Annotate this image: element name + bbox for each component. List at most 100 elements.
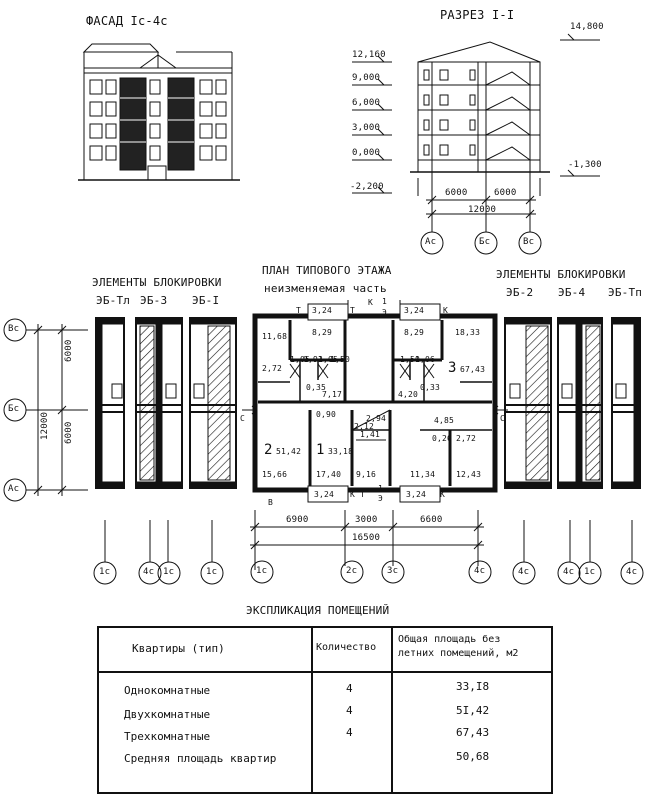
section-dim: 6000: [494, 188, 517, 198]
room-area: 11,34: [410, 470, 436, 479]
plan-dim-total: 16500: [352, 533, 381, 543]
apartment-number: 2: [264, 442, 273, 458]
plan-mark: Э: [378, 494, 384, 503]
row-type: Двухкомнатные: [124, 708, 211, 721]
room-area: 3,24: [404, 306, 425, 315]
plan-mark: Т: [350, 306, 356, 315]
plan-dim: 6900: [286, 515, 309, 525]
room-area: 1,05: [290, 355, 311, 364]
axis-label: 4с: [626, 567, 638, 577]
axis-label: Бс: [8, 404, 20, 414]
apartment-number: 1: [316, 442, 325, 458]
plan-mark: Э: [382, 308, 388, 317]
plan-mark: К: [350, 490, 356, 499]
plan-mark: С: [500, 414, 506, 423]
axis-label: 1с: [163, 567, 175, 577]
plan-dim: 3000: [355, 515, 378, 525]
right-block-elements: [504, 317, 644, 585]
row-type: Средняя площадь квартир: [124, 752, 277, 765]
plan-mark: К: [443, 306, 449, 315]
axis-label: 1с: [206, 567, 218, 577]
explication-title: ЭКСПЛИКАЦИЯ ПОМЕЩЕНИЙ: [246, 604, 390, 617]
room-area: 2,12: [354, 422, 375, 431]
level-mark: 6,000: [352, 98, 381, 108]
level-mark: -2,200: [350, 182, 384, 192]
room-area: 11,68: [262, 332, 288, 341]
plan-mark: С: [240, 414, 246, 423]
low-level-mark: -1,300: [568, 160, 602, 170]
block-label: ЭБ-4: [558, 286, 586, 299]
left-block-elements: [93, 317, 237, 585]
top-level-mark: 14,800: [570, 22, 604, 32]
row-count: 4: [346, 704, 353, 717]
level-mark: 12,160: [352, 50, 386, 60]
axis-label: 4с: [474, 566, 486, 576]
block-label: ЭБ-Тл: [96, 294, 131, 307]
section-drawing: [352, 33, 600, 255]
room-area: 4,85: [434, 416, 455, 425]
room-area: 3,24: [312, 306, 333, 315]
room-area: 1,50: [330, 355, 351, 364]
level-mark: 3,000: [352, 123, 381, 133]
level-mark: 9,000: [352, 73, 381, 83]
room-area: 2,72: [262, 364, 283, 373]
left-axes: [3, 318, 88, 502]
room-area: 4,20: [398, 390, 419, 399]
table-lines: [97, 626, 553, 794]
apartment-area: 51,42: [276, 447, 302, 456]
room-area: 9,16: [356, 470, 377, 479]
block-label: ЭБ-2: [506, 286, 534, 299]
room-area: 0,33: [420, 383, 441, 392]
room-area: 8,29: [404, 328, 425, 337]
room-area: 1,06: [415, 355, 436, 364]
room-area: 18,33: [455, 328, 481, 337]
block-label: ЭБ-Тп: [608, 286, 643, 299]
plan-dim: 6600: [420, 515, 443, 525]
plan-subtitle: неизменяемая часть: [264, 282, 387, 295]
table-header: Количество: [316, 642, 377, 653]
apartment-area: 33,18: [328, 447, 354, 456]
row-count: 4: [346, 682, 353, 695]
row-type: Однокомнатные: [124, 684, 211, 697]
plan-mark: К: [368, 298, 374, 307]
axis-label: 1с: [584, 567, 596, 577]
apartment-area: 67,43: [460, 365, 486, 374]
axis-label: Бс: [479, 237, 491, 247]
section-title: РАЗРЕЗ I-I: [440, 8, 515, 22]
floor-plan: [242, 300, 508, 584]
room-area: 7,17: [322, 390, 343, 399]
row-area: 67,43: [456, 726, 490, 739]
room-area: 0,90: [316, 410, 337, 419]
plan-mark: 1: [378, 484, 384, 493]
room-area: 2,72: [456, 434, 477, 443]
room-area: 12,43: [456, 470, 482, 479]
vertical-dim: 6000: [64, 339, 74, 362]
room-area: 1,50: [400, 355, 421, 364]
axis-label: Вс: [8, 324, 20, 334]
row-area: 50,68: [456, 750, 490, 763]
facade-drawing: [78, 43, 240, 181]
axis-label: 4с: [563, 567, 575, 577]
axis-label: 4с: [143, 567, 155, 577]
row-type: Трехкомнатные: [124, 730, 211, 743]
explication-table: [97, 626, 553, 794]
axis-label: Вс: [523, 237, 535, 247]
row-count: 4: [346, 726, 353, 739]
level-mark: 0,000: [352, 148, 381, 158]
room-area: 8,29: [312, 328, 333, 337]
vertical-dim: 6000: [64, 421, 74, 444]
apartment-number: 3: [448, 360, 457, 376]
room-area: 3,24: [406, 490, 427, 499]
room-area: 17,40: [316, 470, 342, 479]
plan-title: ПЛАН ТИПОВОГО ЭТАЖА: [262, 264, 392, 277]
room-area: 0,26: [432, 434, 453, 443]
table-header: летних помещений, м2: [398, 648, 519, 659]
room-area: 1,41: [360, 430, 381, 439]
block-label: ЭБ-3: [140, 294, 168, 307]
plan-mark: Т: [360, 490, 366, 499]
facade-title: ФАСАД Iс-4с: [86, 14, 168, 28]
plan-mark: В: [268, 498, 274, 507]
plan-mark: 1: [382, 297, 388, 306]
table-header: Общая площадь без: [398, 634, 501, 645]
